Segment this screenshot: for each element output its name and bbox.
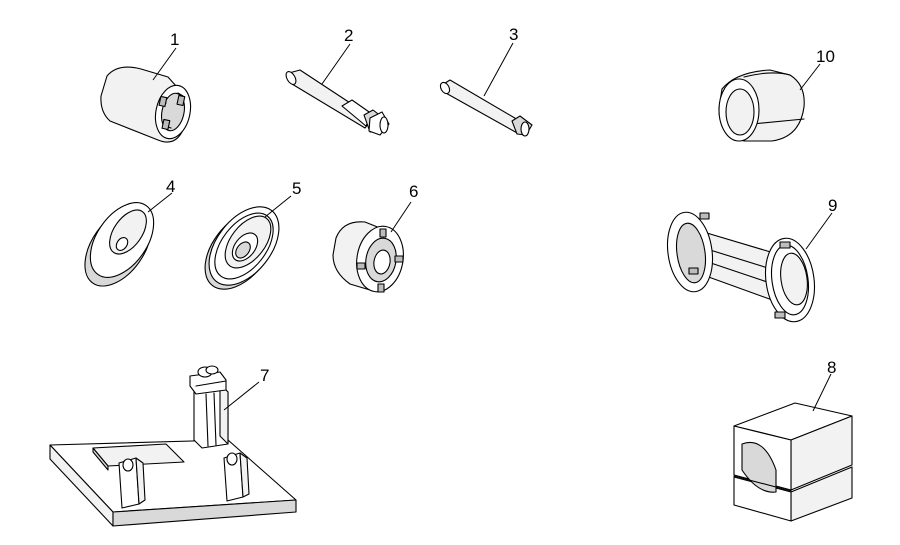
part-8-split-block: 8: [733, 358, 853, 522]
part-1-callout: 1: [170, 30, 179, 49]
part-3-pin: 3: [439, 25, 533, 137]
part-4-callout: 4: [166, 177, 175, 196]
part-3-callout: 3: [509, 25, 518, 44]
part-7-callout: 7: [260, 366, 269, 385]
part-7-stand: 7: [49, 365, 297, 527]
part-10-callout: 10: [816, 47, 835, 66]
part-1-leader: [152, 47, 177, 81]
part-5-grooved-disc: 5: [204, 179, 301, 290]
part-2-callout: 2: [344, 26, 353, 45]
part-9-callout: 9: [828, 196, 837, 215]
part-1-slotted-sleeve: 1: [100, 30, 192, 143]
part-8-callout: 8: [827, 358, 836, 377]
part-5-callout: 5: [292, 179, 301, 198]
part-6-callout: 6: [409, 182, 418, 201]
part-6-castellated-socket: 6: [332, 182, 418, 293]
part-9-spool: 9: [666, 196, 837, 323]
part-10-bushing: 10: [718, 47, 835, 142]
part-4-disc: 4: [84, 177, 175, 287]
part-2-bolt: 2: [285, 26, 390, 136]
